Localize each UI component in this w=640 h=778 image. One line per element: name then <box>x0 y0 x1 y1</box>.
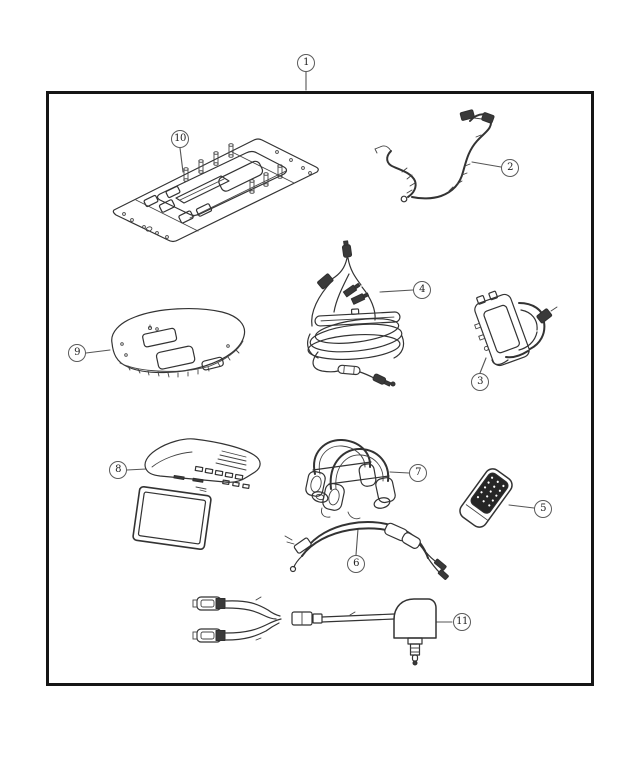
control-buttons <box>194 465 250 490</box>
part-10-mounting-bracket <box>112 138 319 243</box>
callout-8: 8 <box>109 461 127 479</box>
callout-3-label: 3 <box>477 376 483 387</box>
part-4-cable-harness <box>307 240 405 387</box>
callout-3: 3 <box>471 373 489 391</box>
callout-6-label: 6 <box>353 558 359 569</box>
callout-10: 10 <box>171 130 189 148</box>
part-8-overhead-dvd-player <box>132 438 261 551</box>
upper-plug <box>192 596 226 611</box>
bracket-holes <box>122 150 312 239</box>
callout-8-label: 8 <box>115 464 121 475</box>
housing-edge-hatch <box>127 349 240 378</box>
callout-9-label: 9 <box>74 347 80 358</box>
callout-11: 11 <box>453 613 471 631</box>
module-cord <box>491 302 558 366</box>
callout-9: 9 <box>68 344 86 362</box>
part-5-remote-control <box>459 468 513 528</box>
part-7-headphones <box>305 438 396 520</box>
callout-5: 5 <box>534 500 552 518</box>
callout-1: 1 <box>297 54 315 72</box>
remote-buttons <box>476 476 505 507</box>
headphone-jack-adapter <box>393 598 437 666</box>
callout-11-label: 11 <box>456 616 468 627</box>
cable-coil <box>307 318 405 360</box>
callout-10-label: 10 <box>174 133 186 144</box>
callout-7: 7 <box>409 464 427 482</box>
flip-down-screen <box>132 485 212 551</box>
part-6-jumper-wiring <box>284 521 449 580</box>
housing-holes <box>120 327 230 357</box>
callout-6: 6 <box>347 555 365 573</box>
callout-5-label: 5 <box>540 503 546 514</box>
vent-lines <box>215 450 247 471</box>
part-11-av-adapter-cable <box>192 596 437 666</box>
callout-4-label: 4 <box>419 284 425 295</box>
callout-leader-lines <box>85 71 535 623</box>
lower-plug <box>192 628 226 643</box>
callout-2: 2 <box>501 159 519 177</box>
part-3-power-module <box>474 290 558 367</box>
harness-tape-ticks <box>401 134 482 194</box>
callout-2-label: 2 <box>507 162 513 173</box>
callout-4: 4 <box>413 281 431 299</box>
kit-boundary-box <box>46 91 594 686</box>
callout-1-label: 1 <box>303 57 309 68</box>
part-9-mounting-housing <box>111 307 246 378</box>
callout-7-label: 7 <box>415 467 421 478</box>
part-2-wiring-harness <box>374 109 495 203</box>
